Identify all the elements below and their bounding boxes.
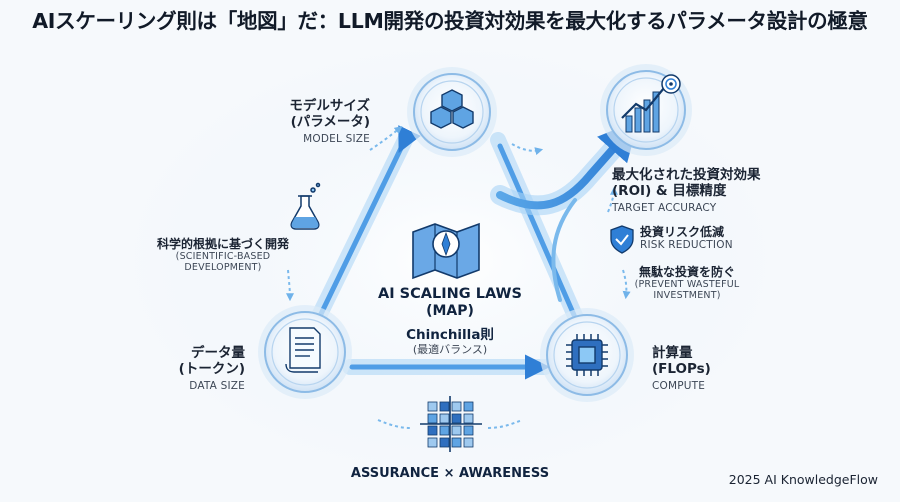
chip-icon: [566, 334, 608, 376]
risk-jp: 投資リスク低減: [640, 225, 725, 239]
roi-arrow: [496, 120, 639, 210]
compute-en: COMPUTE: [652, 379, 706, 392]
science-en-2: DEVELOPMENT): [184, 262, 262, 274]
data-size-node: [258, 305, 352, 399]
model-size-jp-sub: (パラメータ): [290, 113, 370, 130]
center-main: AI SCALING LAWS: [378, 286, 522, 302]
science-jp: 科学的根拠に基づく開発: [156, 237, 289, 251]
risk-label: 投資リスク低減 RISK REDUCTION: [640, 225, 770, 252]
data-size-jp: データ量: [191, 345, 245, 361]
waste-en-1: (PREVENT WASTEFUL: [634, 279, 740, 291]
data-size-en: DATA SIZE: [189, 379, 245, 392]
document-icon: [285, 327, 321, 373]
grid-icon: [420, 396, 482, 452]
compute-label: 計算量 (FLOPs) COMPUTE: [652, 345, 772, 392]
chinchilla-rule: Chinchilla則: [406, 327, 494, 343]
science-label: 科学的根拠に基づく開発 (SCIENTIFIC-BASED DEVELOPMEN…: [148, 237, 298, 274]
map-compass-icon: [412, 222, 480, 280]
triangle-connector-core: [317, 125, 577, 380]
roi-arrow-branch: [551, 198, 577, 302]
target-jp: 最大化された投資対効果: [612, 167, 761, 183]
footer-credit: 2025 AI KnowledgeFlow: [728, 472, 878, 488]
center-label: AI SCALING LAWS (MAP): [370, 286, 530, 320]
chinchilla-note: (最適バランス): [412, 342, 488, 356]
target-en: TARGET ACCURACY: [612, 201, 717, 214]
growth-target-icon: [621, 74, 681, 133]
data-size-label: データ量 (トークン) DATA SIZE: [150, 345, 245, 392]
compute-node: [540, 308, 634, 402]
compute-model-link: [497, 143, 577, 318]
assurance-label: ASSURANCE × AWARENESS: [350, 466, 550, 481]
model-data-link: [317, 125, 421, 319]
waste-label: 無駄な投資を防ぐ (PREVENT WASTEFUL INVESTMENT): [612, 265, 762, 302]
cubes-icon: [430, 89, 474, 129]
data-size-jp-sub: (トークン): [178, 360, 245, 377]
model-size-jp: モデルサイズ: [289, 98, 370, 114]
model-size-node: [407, 67, 497, 157]
shield-check-icon: [610, 225, 634, 254]
target-node: [600, 64, 692, 156]
waste-jp: 無駄な投資を防ぐ: [638, 265, 735, 279]
science-en-1: (SCIENTIFIC-BASED: [175, 251, 271, 263]
compute-jp: 計算量: [652, 345, 693, 361]
center-sub: (MAP): [426, 303, 474, 320]
flask-icon: [290, 182, 321, 230]
model-size-label: モデルサイズ (パラメータ) MODEL SIZE: [240, 98, 370, 145]
target-jp-sub: (ROI) & 目標精度: [612, 182, 727, 199]
model-size-en: MODEL SIZE: [303, 132, 370, 145]
chinchilla-label: Chinchilla則 (最適バランス): [380, 327, 520, 357]
compute-jp-sub: (FLOPs): [652, 360, 711, 377]
target-label: 最大化された投資対効果 (ROI) & 目標精度 TARGET ACCURACY: [612, 167, 812, 214]
waste-en-2: INVESTMENT): [653, 290, 721, 302]
risk-en: RISK REDUCTION: [640, 239, 733, 252]
page-title: AIスケーリング則は「地図」だ：LLM開発の投資対効果を最大化するパラメータ設計…: [32, 9, 868, 33]
